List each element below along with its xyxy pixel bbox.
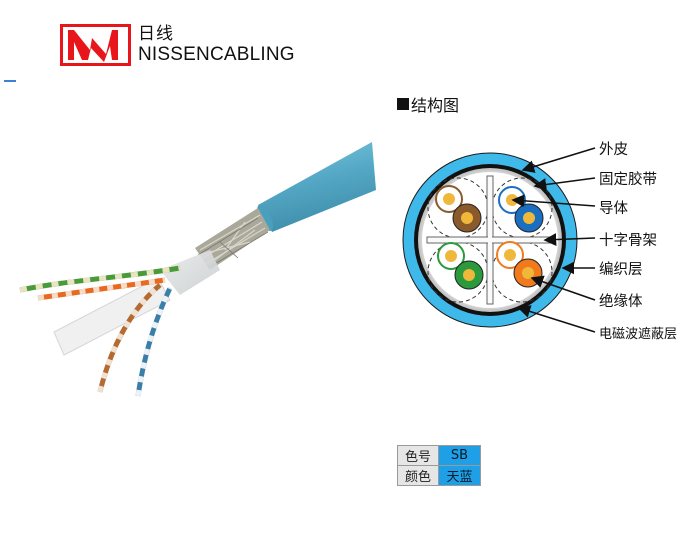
color-code-key: 色号 (397, 445, 439, 466)
brand-logo: 日线 NISSENCABLING (60, 23, 295, 67)
color-code-value: SB (438, 445, 481, 466)
decorative-dash (4, 80, 16, 82)
label-insulation: 绝缘体 (599, 294, 643, 310)
cable-photo (10, 130, 380, 410)
brand-cn-name: 日线 (138, 24, 174, 44)
structure-title: 结构图 (397, 92, 459, 116)
label-emi-shield: 电磁波遮蔽层 (599, 327, 678, 342)
logo-mark-icon (60, 24, 131, 66)
color-spec-table: 色号 SB 颜色 天蓝 (397, 445, 481, 486)
table-row: 颜色 天蓝 (397, 465, 481, 486)
label-cross-filler: 十字骨架 (599, 233, 657, 249)
label-jacket: 外皮 (599, 142, 628, 158)
color-name-value: 天蓝 (438, 465, 481, 486)
cross-section-diagram: 外皮 固定胶带 导体 十字骨架 编织层 绝缘体 电磁波遮蔽层 (395, 130, 685, 350)
label-fixing-tape: 固定胶带 (599, 172, 657, 188)
label-conductor: 导体 (599, 201, 628, 217)
brand-en-name: NISSENCABLING (138, 44, 295, 65)
color-name-key: 颜色 (397, 465, 439, 486)
label-braid: 编织层 (599, 262, 643, 278)
table-row: 色号 SB (397, 445, 481, 466)
square-bullet-icon (397, 98, 409, 110)
